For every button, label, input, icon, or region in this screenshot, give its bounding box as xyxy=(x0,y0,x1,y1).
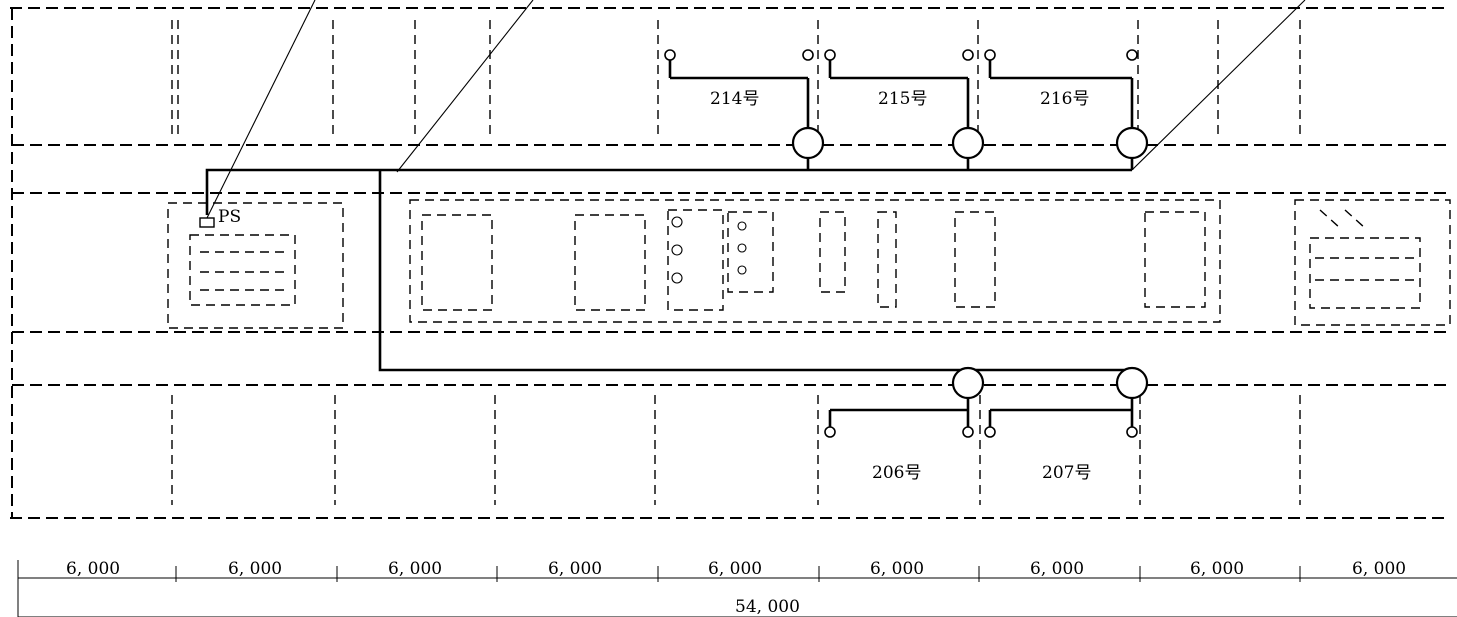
bay-dimension: 6, 000 xyxy=(708,559,762,579)
right-stair-core xyxy=(1294,199,1451,326)
outer-walls xyxy=(10,7,1450,519)
junction-node xyxy=(791,126,825,160)
room-label-216: 216号 xyxy=(1040,89,1089,109)
ps-box-icon xyxy=(199,217,215,228)
bay-dimension: 6, 000 xyxy=(66,559,120,579)
bay-dimension-labels: 6, 000 6, 000 6, 000 6, 000 6, 000 6, 00… xyxy=(66,559,1406,579)
bay-dimension: 6, 000 xyxy=(1030,559,1084,579)
bay-dimension: 6, 000 xyxy=(1352,559,1406,579)
bay-dimension: 6, 000 xyxy=(1190,559,1244,579)
left-stair-core xyxy=(167,202,344,329)
bay-dimension: 6, 000 xyxy=(228,559,282,579)
junction-node xyxy=(1115,366,1149,400)
room-label-206: 206号 xyxy=(872,463,921,483)
junction-node xyxy=(951,366,985,400)
cable-route xyxy=(205,55,1134,432)
room-partitions-upper xyxy=(171,20,1301,135)
dimension-lines xyxy=(17,560,1457,617)
ps-label: PS xyxy=(218,207,241,227)
total-dimension: 54, 000 xyxy=(735,597,800,617)
junction-node xyxy=(1115,126,1149,160)
room-partitions-lower xyxy=(171,395,1301,505)
corridor-walls xyxy=(12,144,1450,386)
bay-dimension: 6, 000 xyxy=(388,559,442,579)
room-label-214: 214号 xyxy=(710,89,759,109)
bay-dimension: 6, 000 xyxy=(870,559,924,579)
central-core xyxy=(409,199,1221,323)
junction-node xyxy=(951,126,985,160)
room-label-207: 207号 xyxy=(1042,463,1091,483)
junction-nodes xyxy=(791,126,1149,400)
leader-lines xyxy=(204,0,1306,223)
room-label-215: 215号 xyxy=(878,89,927,109)
bay-dimension: 6, 000 xyxy=(548,559,602,579)
outlets xyxy=(664,49,1138,438)
